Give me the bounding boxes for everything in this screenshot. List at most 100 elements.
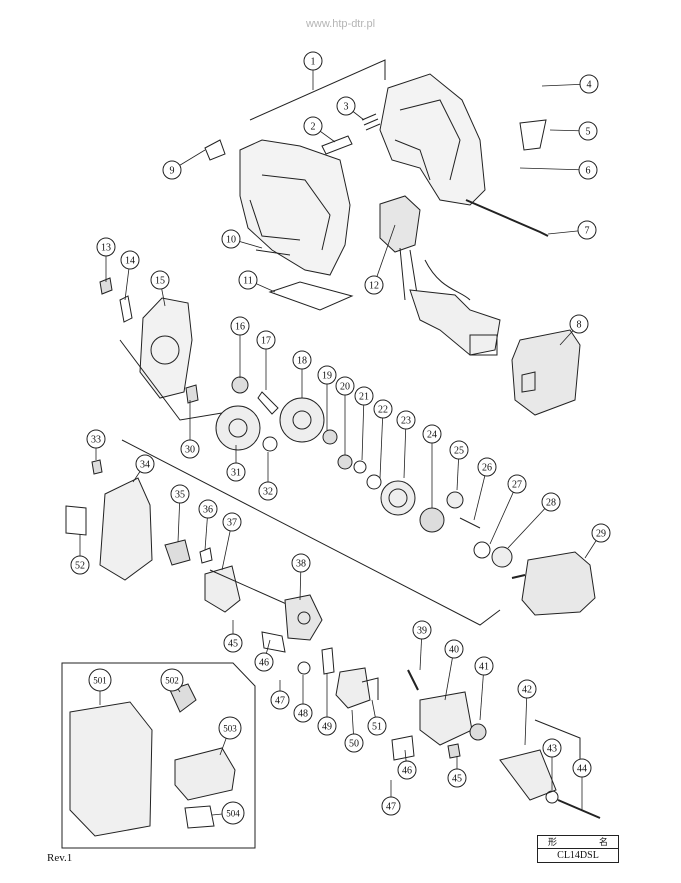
callout-49: 49 [317,673,337,736]
callout-20: 20 [335,376,355,455]
callout-27: 27 [489,474,527,545]
callout-circle [541,492,561,512]
callout-6: 6 [519,160,598,180]
callout-circle [336,96,356,116]
callout-circle [396,410,416,430]
leader-line [361,395,365,461]
callout-circle [70,555,90,575]
carrying-case [69,701,153,837]
callout-number: 17 [261,336,271,347]
callout-circle [449,440,469,460]
callout-number: 52 [75,561,85,572]
callout-9: 9 [162,149,206,180]
wire-loop [268,281,354,311]
callout-circle [373,399,393,419]
callout-23: 23 [396,410,416,479]
callout-number: 14 [125,256,135,267]
callout-circle [223,633,243,653]
callout-circle [344,733,364,753]
callout-circle [412,620,432,640]
callout-number: 45 [452,774,462,785]
callout-number: 22 [378,405,388,416]
callout-number: 15 [155,276,165,287]
callout-circle [578,121,598,141]
callout-circle [447,768,467,788]
callout-circle [135,454,155,474]
callout-circle [397,760,417,780]
callout-circle [230,316,250,336]
callout-circle [335,376,355,396]
callout-circle [221,801,245,825]
callout-22: 22 [373,399,393,479]
callout-circle [354,386,374,406]
callout-number: 20 [340,382,350,393]
callout-number: 501 [93,676,107,686]
leader-line [379,408,384,479]
callout-number: 502 [165,676,179,686]
callout-5: 5 [549,121,598,141]
callout-circle [444,639,464,659]
charger [174,747,236,801]
callout-number: 43 [547,744,557,755]
callout-number: 23 [401,416,411,427]
callout-circle [293,703,313,723]
callout-number: 46 [259,658,269,669]
callout-number: 19 [322,371,332,382]
callout-number: 28 [546,498,556,509]
callout-number: 24 [427,430,437,441]
callout-4: 4 [541,74,599,94]
callout-number: 36 [203,505,213,516]
callout-circle [572,758,592,778]
callout-46: 46 [397,749,417,780]
hex-wrench [465,199,549,237]
callout-number: 35 [175,490,185,501]
callout-503: 503 [218,716,242,756]
callout-circle [222,512,242,532]
leader-line [403,419,407,479]
leader-line [373,224,396,286]
callout-7: 7 [547,220,597,240]
callout-46: 46 [254,639,274,672]
callout-circle [258,481,278,501]
callout-circle [238,270,258,290]
callout-number: 48 [298,709,308,720]
callout-number: 42 [522,685,532,696]
revision-label: Rev.1 [47,852,73,864]
callout-number: 32 [263,487,273,498]
callout-circle [507,474,527,494]
callout-circle [591,523,611,543]
callout-8: 8 [559,314,589,346]
title-block: 形 名 CL14DSL [537,835,619,863]
callout-2: 2 [303,116,336,143]
callout-number: 2 [311,122,316,133]
callout-28: 28 [507,492,561,549]
callout-number: 25 [454,446,464,457]
callout-number: 8 [577,320,582,331]
housing-right [379,73,486,206]
callout-circle [291,553,311,573]
callout-16: 16 [230,316,250,378]
callout-circle [226,462,246,482]
callout-circle [579,74,599,94]
callout-circle [150,270,170,290]
callout-circle [474,656,494,676]
callout-circle [303,51,323,71]
callout-number: 41 [479,662,489,673]
callout-42: 42 [517,679,537,746]
watermark: www.htp-dtr.pl [305,18,376,30]
callout-circle [381,796,401,816]
callout-21: 21 [354,386,374,461]
callout-number: 504 [226,809,240,819]
callout-number: 18 [297,356,307,367]
callout-29: 29 [584,523,611,559]
callout-number: 47 [386,802,396,813]
callout-circle [86,429,106,449]
callout-10: 10 [221,229,263,249]
switch [379,195,421,253]
callout-number: 47 [275,696,285,707]
callout-17: 17 [256,330,276,390]
callout-number: 27 [512,480,522,491]
callout-37: 37 [221,512,242,571]
model-number: CL14DSL [557,850,599,861]
